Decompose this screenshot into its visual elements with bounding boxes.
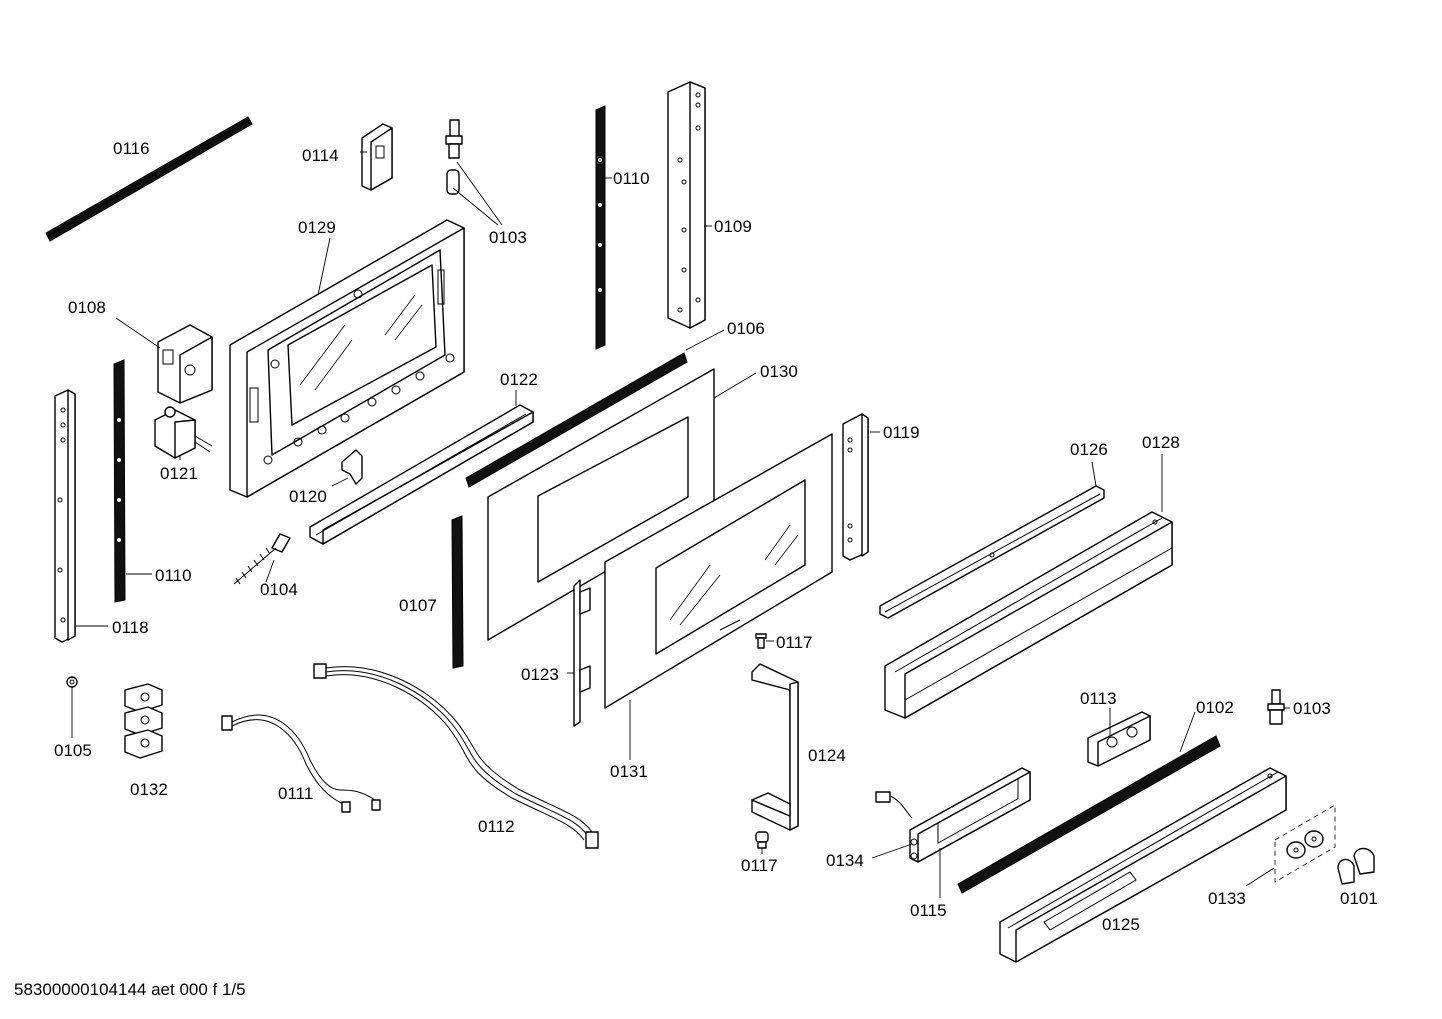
side-rail-0118 (54, 389, 76, 643)
part-label-0105: 0105 (54, 741, 92, 760)
part-label-0128: 0128 (1142, 433, 1180, 452)
door-switch-0121 (154, 406, 213, 459)
gasket-strip-0102 (957, 735, 1221, 894)
hinge-clips-0132 (124, 683, 163, 759)
part-label-0101: 0101 (1340, 889, 1378, 908)
part-label-0109: 0109 (714, 217, 752, 236)
part-label-0112: 0112 (478, 817, 515, 836)
part-label-0119: 0119 (883, 423, 920, 442)
part-label-0115: 0115 (910, 901, 947, 920)
bolt-0103-upper (445, 119, 463, 195)
front-control-bar-0125 (999, 767, 1287, 963)
part-label-0129: 0129 (298, 218, 336, 237)
part-label-0120: 0120 (289, 487, 327, 506)
screw-0117-upper (755, 633, 767, 649)
part-label-0130: 0130 (760, 362, 798, 381)
part-label-0124: 0124 (808, 746, 846, 765)
bolt-0103-lower (1267, 689, 1285, 725)
part-label-0131: 0131 (610, 762, 648, 781)
clip-0120 (341, 449, 363, 485)
part-label-0103: 0103 (489, 228, 527, 247)
wire-harness-0111 (221, 714, 381, 813)
drawing-number: 58300000104144 aet 000 f 1/5 (14, 980, 246, 999)
part-label-0103: 0103 (1293, 699, 1331, 718)
part-label-0132: 0132 (130, 780, 168, 799)
part-label-0111: 0111 (278, 784, 313, 803)
part-label-0110: 0110 (613, 169, 650, 188)
part-label-0104: 0104 (260, 580, 298, 599)
control-panel-housing-0128 (884, 511, 1173, 719)
gasket-strip-0106 (465, 352, 688, 488)
part-label-0126: 0126 (1070, 440, 1108, 459)
gasket-strip-0110-lower (113, 359, 126, 603)
display-module-0134 (875, 767, 1031, 863)
part-label-0114: 0114 (302, 146, 339, 165)
hinge-bracket-0123 (573, 579, 591, 727)
gasket-strip-0107 (451, 515, 464, 669)
part-label-0108: 0108 (68, 298, 106, 317)
part-label-0107: 0107 (399, 596, 437, 615)
screw-0117-lower (755, 831, 769, 849)
seal-strip-0116 (45, 116, 253, 242)
part-label-0133: 0133 (1208, 889, 1246, 908)
part-label-0110: 0110 (155, 566, 192, 585)
part-label-0117: 0117 (776, 633, 813, 652)
part-label-0118: 0118 (112, 618, 149, 637)
side-rail-0109 (667, 81, 706, 329)
wire-harness-0112 (313, 663, 599, 849)
leader-lines (71, 151, 1290, 898)
part-label-0122: 0122 (500, 370, 538, 389)
part-label-0102: 0102 (1196, 698, 1234, 717)
inner-door-frame-0129 (229, 219, 465, 498)
part-label-0125: 0125 (1102, 915, 1140, 934)
part-label-0113: 0113 (1080, 689, 1117, 708)
part-label-0117: 0117 (741, 856, 778, 875)
control-knobs-0101 (1337, 847, 1375, 885)
part-label-0134: 0134 (826, 851, 864, 870)
part-label-0116: 0116 (113, 139, 150, 158)
bottom-profile-0122 (309, 404, 534, 545)
gasket-strip-0110-upper (595, 105, 606, 350)
door-lock-0108 (157, 324, 213, 404)
part-labels: 0116 0114 0103 0110 0109 0129 0108 0106 … (54, 139, 1378, 934)
nut-0105 (66, 676, 78, 688)
spring-0104 (233, 533, 291, 585)
switch-bracket-0113 (1087, 711, 1151, 767)
control-discs-0133 (1274, 804, 1336, 883)
part-label-0123: 0123 (521, 665, 559, 684)
part-label-0106: 0106 (727, 319, 765, 338)
hinge-block-0114 (361, 123, 393, 191)
side-bracket-0119 (842, 413, 869, 561)
door-handle-0124 (751, 663, 799, 831)
part-label-0121: 0121 (160, 464, 198, 483)
outer-glass-door-0131 (604, 433, 833, 709)
